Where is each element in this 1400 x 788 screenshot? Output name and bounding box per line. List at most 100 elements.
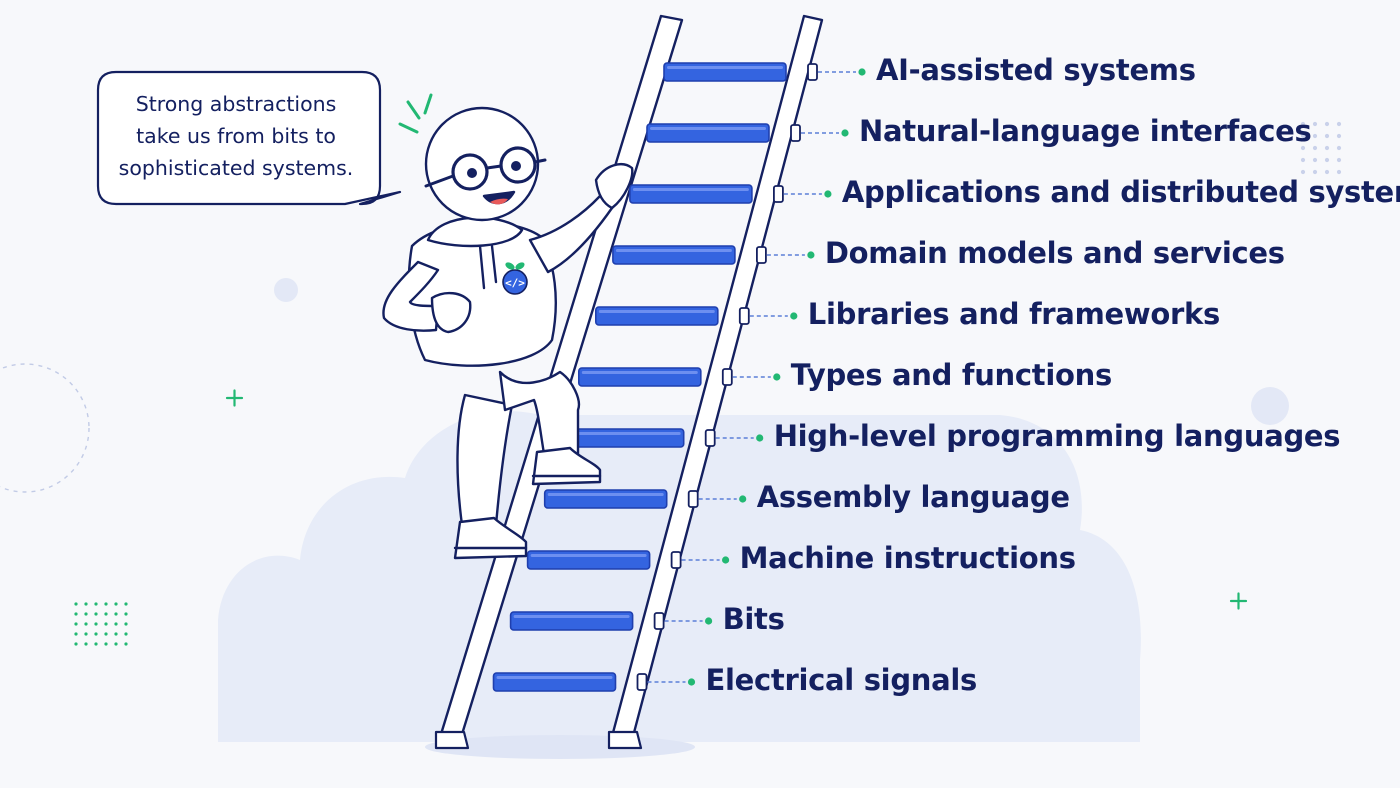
grid-dot bbox=[104, 622, 108, 626]
grid-dot bbox=[124, 642, 128, 646]
grid-dot bbox=[1324, 133, 1330, 139]
grid-dot bbox=[84, 642, 88, 646]
rung-label-high-level-programming-languages: High-level programming languages bbox=[773, 419, 1341, 453]
character-front-leg bbox=[498, 370, 581, 462]
deco-dot-small bbox=[274, 278, 298, 302]
grid-dot bbox=[114, 622, 118, 626]
ladder-peg bbox=[807, 63, 818, 81]
ladder-peg bbox=[738, 307, 750, 325]
ladder-rung-highlight bbox=[615, 249, 732, 252]
grid-dot bbox=[114, 632, 118, 636]
speech-bubble-line: Strong abstractions bbox=[135, 92, 337, 116]
label-connector-dot bbox=[807, 251, 815, 259]
grid-dot bbox=[1312, 169, 1318, 175]
label-connector-dot bbox=[841, 129, 849, 137]
label-connector-dot bbox=[687, 678, 696, 686]
grid-dot bbox=[94, 612, 98, 616]
ladder-rungs bbox=[492, 62, 787, 692]
grid-dot bbox=[74, 612, 78, 616]
rung-label-libraries-and-frameworks: Libraries and frameworks bbox=[807, 297, 1220, 331]
ladder-rung-highlight bbox=[530, 554, 647, 557]
grid-dot bbox=[1312, 121, 1318, 127]
deco-dot-right bbox=[1251, 387, 1289, 425]
ladder-rung bbox=[492, 672, 617, 692]
grid-dot bbox=[1336, 157, 1342, 163]
rung-label-applications-and-distributed-systems: Applications and distributed systems bbox=[841, 175, 1400, 209]
plus-icon bbox=[1229, 592, 1248, 610]
deco-circle-dashed bbox=[0, 363, 90, 493]
svg-text:</>: </> bbox=[505, 277, 525, 290]
grid-dot bbox=[84, 632, 88, 636]
ladder-left-foot bbox=[434, 730, 470, 750]
ladder-rung-highlight bbox=[598, 310, 715, 313]
ladder-rung bbox=[543, 489, 668, 509]
ladder-rung bbox=[526, 550, 651, 570]
ladder-right-foot bbox=[607, 730, 643, 750]
hoodie-string bbox=[490, 244, 498, 284]
grid-dot bbox=[124, 612, 128, 616]
rung-label-assembly-language: Assembly language bbox=[756, 480, 1070, 514]
grid-dot bbox=[114, 602, 118, 606]
ladder-rung bbox=[509, 611, 634, 631]
grid-dot bbox=[94, 642, 98, 646]
grid-dot bbox=[1300, 121, 1306, 127]
grid-dot bbox=[124, 622, 128, 626]
grid-dot bbox=[114, 642, 118, 646]
ladder-peg bbox=[653, 612, 665, 630]
plus-icon bbox=[225, 389, 244, 407]
ladder-peg bbox=[721, 368, 733, 386]
grid-dot bbox=[124, 602, 128, 606]
grid-dot bbox=[1324, 157, 1330, 163]
character-eye bbox=[511, 161, 521, 171]
ladder-rung bbox=[560, 428, 685, 448]
ladder-peg bbox=[790, 124, 801, 142]
label-connector-dot bbox=[756, 434, 764, 442]
character-fist bbox=[430, 291, 472, 334]
ladder-peg bbox=[756, 246, 767, 264]
ladder-rung-highlight bbox=[496, 676, 613, 679]
ladder-peg bbox=[670, 551, 682, 569]
ladder-rung-highlight bbox=[650, 127, 766, 130]
ladder-rung-highlight bbox=[632, 188, 749, 191]
grid-dot bbox=[74, 642, 78, 646]
label-connector-dot bbox=[790, 312, 798, 320]
grid-dot bbox=[1300, 157, 1306, 163]
label-connector-dot bbox=[858, 68, 866, 76]
ladder-rung-highlight bbox=[667, 66, 783, 69]
rung-label-bits: Bits bbox=[722, 602, 785, 636]
grid-dot bbox=[1336, 121, 1342, 127]
grid-dot bbox=[1324, 145, 1330, 151]
grid-dot bbox=[104, 642, 108, 646]
speech-bubble-line: sophisticated systems. bbox=[118, 156, 354, 180]
character-eye bbox=[467, 168, 477, 178]
dot-grid-grey bbox=[1300, 121, 1342, 175]
speech-bubble-text: Strong abstractions take us from bits to… bbox=[104, 88, 368, 184]
grid-dot bbox=[1336, 169, 1342, 175]
label-connector-dot bbox=[739, 495, 747, 503]
grid-dot bbox=[74, 622, 78, 626]
speech-bubble bbox=[96, 70, 402, 206]
label-connector-dot bbox=[722, 556, 730, 564]
ladder-rung-highlight bbox=[581, 371, 698, 374]
grid-dot bbox=[74, 632, 78, 636]
grid-dot bbox=[104, 632, 108, 636]
speech-bubble-line: take us from bits to bbox=[136, 124, 336, 148]
ladder-rung bbox=[612, 245, 736, 265]
rung-label-natural-language-interfaces: Natural-language interfaces bbox=[859, 114, 1312, 148]
character bbox=[382, 106, 634, 560]
ladder-rung-highlight bbox=[547, 493, 664, 496]
label-connector-dot bbox=[773, 373, 781, 381]
ladder-rung bbox=[646, 123, 770, 143]
ladder-rung-highlight bbox=[564, 432, 681, 435]
grid-dot bbox=[1312, 157, 1318, 163]
leaf-icon bbox=[505, 262, 525, 270]
grid-dot bbox=[84, 622, 88, 626]
code-brackets-icon: </> bbox=[502, 269, 528, 295]
ladder-peg bbox=[704, 429, 716, 447]
rung-label-types-and-functions: Types and functions bbox=[790, 358, 1112, 392]
ladder-peg bbox=[687, 490, 699, 508]
grid-dot bbox=[1300, 133, 1306, 139]
ladder-rung bbox=[629, 184, 753, 204]
grid-dot bbox=[1312, 133, 1318, 139]
